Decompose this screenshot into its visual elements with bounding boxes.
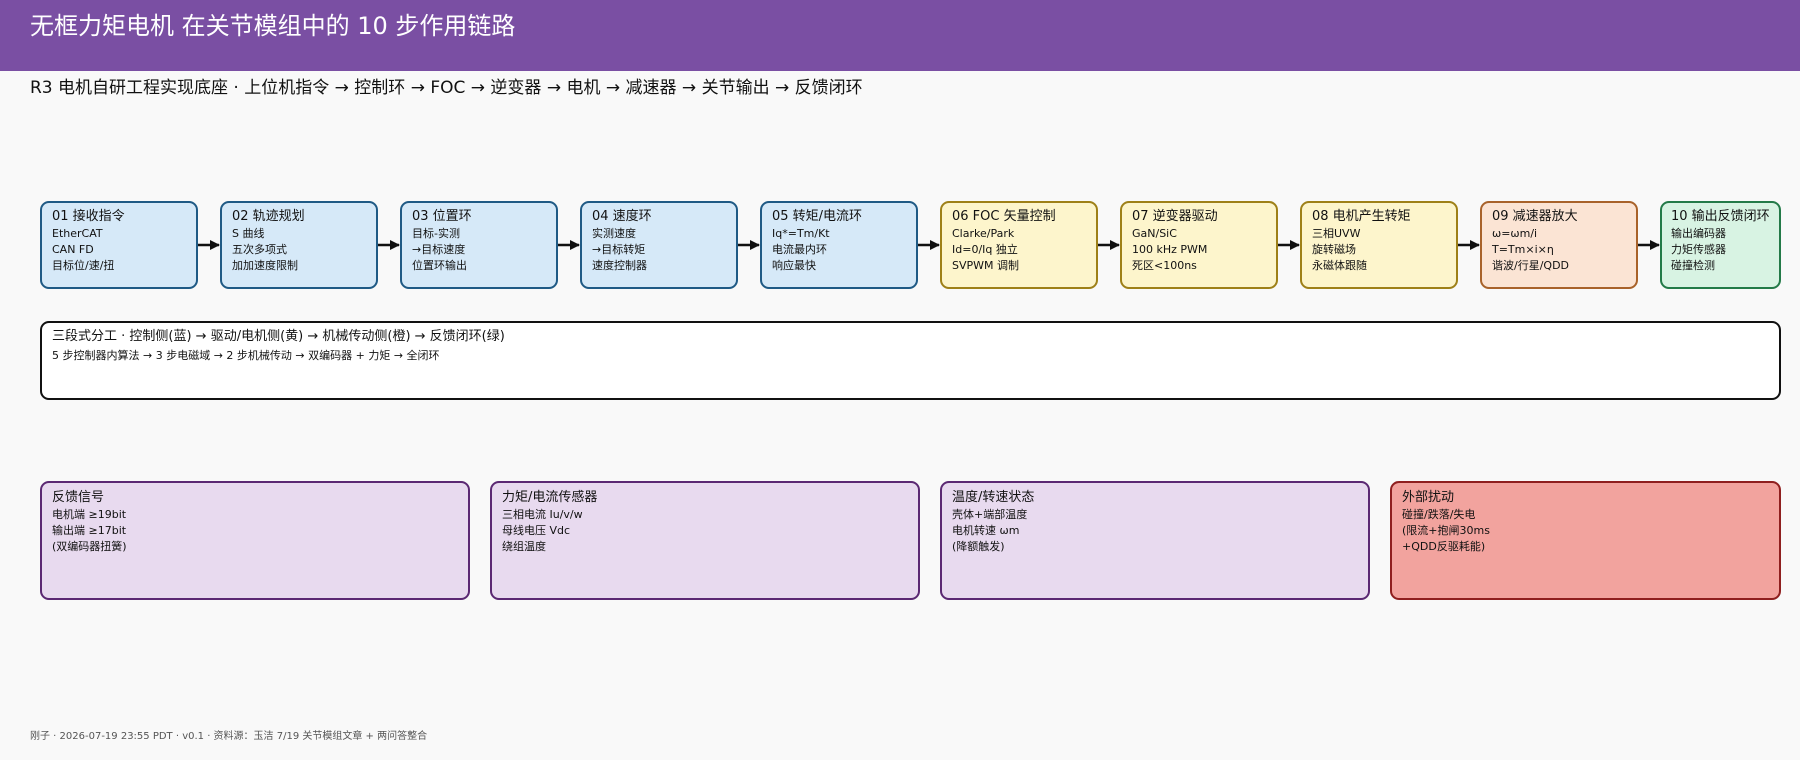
step-detail: 100 kHz PWM [1132, 243, 1208, 256]
step-04-speed-loop: 04 速度环 实测速度 →目标转矩 速度控制器 [580, 201, 738, 289]
step-title: 06 FOC 矢量控制 [952, 209, 1056, 224]
step-detail: SVPWM 调制 [952, 259, 1020, 272]
box-detail: 电机转速 ωm [952, 524, 1020, 537]
step-detail: 五次多项式 [232, 243, 287, 256]
step-05-torque-current-loop: 05 转矩/电流环 Iq*=Tm/Kt 电流最内环 响应最快 [760, 201, 918, 289]
step-detail: 响应最快 [772, 259, 816, 272]
step-detail: ω=ωm/i [1492, 227, 1538, 240]
temperature-speed-state-box: 温度/转速状态 壳体+端部温度 电机转速 ωm (降额触发) [940, 481, 1370, 600]
step-03-position-loop: 03 位置环 目标-实测 →目标速度 位置环输出 [400, 201, 558, 289]
step-detail: 速度控制器 [592, 259, 647, 272]
box-title: 反馈信号 [52, 490, 105, 505]
step-detail: 力矩传感器 [1671, 243, 1726, 256]
box-detail: 输出端 ≥17bit [52, 524, 127, 537]
step-title: 08 电机产生转矩 [1312, 209, 1411, 224]
step-08-motor-torque: 08 电机产生转矩 三相UVW 旋转磁场 永磁体跟随 [1300, 201, 1458, 289]
step-01-receive-command: 01 接收指令 EtherCAT CAN FD 目标位/速/扭 [40, 201, 198, 289]
box-title: 外部扰动 [1402, 490, 1455, 505]
step-07-inverter-drive: 07 逆变器驱动 GaN/SiC 100 kHz PWM 死区<100ns [1120, 201, 1278, 289]
box-title: 温度/转速状态 [952, 490, 1035, 505]
step-detail: S 曲线 [232, 227, 265, 240]
step-06-foc-vector-control: 06 FOC 矢量控制 Clarke/Park Id=0/Iq 独立 SVPWM… [940, 201, 1098, 289]
box-detail: (降额触发) [952, 540, 1005, 553]
page-subtitle: R3 电机自研工程实现底座 · 上位机指令 → 控制环 → FOC → 逆变器 … [30, 78, 863, 98]
box-detail: 母线电压 Vdc [502, 524, 571, 537]
step-detail: 碰撞检测 [1671, 259, 1715, 272]
division-title: 三段式分工 · 控制侧(蓝) → 驱动/电机侧(黄) → 机械传动侧(橙) → … [52, 329, 505, 344]
step-detail: 谐波/行星/QDD [1492, 259, 1570, 272]
step-detail: GaN/SiC [1132, 227, 1177, 240]
step-detail: 死区<100ns [1132, 259, 1197, 272]
three-stage-division-box: 三段式分工 · 控制侧(蓝) → 驱动/电机侧(黄) → 机械传动侧(橙) → … [40, 321, 1781, 400]
step-title: 02 轨迹规划 [232, 209, 305, 224]
step-detail: Clarke/Park [952, 227, 1015, 240]
box-detail: 电机端 ≥19bit [52, 508, 127, 521]
step-title: 07 逆变器驱动 [1132, 209, 1218, 224]
step-detail: 实测速度 [592, 227, 636, 240]
torque-current-sensor-box: 力矩/电流传感器 三相电流 Iu/v/w 母线电压 Vdc 绕组温度 [490, 481, 920, 600]
box-detail: (双编码器扭簧) [52, 540, 127, 553]
page-title: 无框力矩电机 在关节模组中的 10 步作用链路 [30, 12, 516, 40]
step-detail: 永磁体跟随 [1312, 259, 1367, 272]
step-detail: EtherCAT [52, 227, 103, 240]
footer-meta: 刚子 · 2026-07-19 23:55 PDT · v0.1 · 资料源：玉… [30, 731, 428, 742]
box-detail: 碰撞/跌落/失电 [1402, 508, 1476, 521]
external-disturbance-box: 外部扰动 碰撞/跌落/失电 (限流+抱闸30ms +QDD反驱耗能) [1390, 481, 1781, 600]
step-detail: 输出编码器 [1671, 227, 1726, 240]
step-02-trajectory-planning: 02 轨迹规划 S 曲线 五次多项式 加加速度限制 [220, 201, 378, 289]
step-detail: 旋转磁场 [1312, 243, 1356, 256]
step-title: 09 减速器放大 [1492, 209, 1578, 224]
box-detail: 绕组温度 [502, 540, 546, 553]
step-title: 10 输出反馈闭环 [1671, 209, 1770, 224]
step-detail: T=Tm×i×η [1492, 243, 1554, 256]
feedback-signal-box: 反馈信号 电机端 ≥19bit 输出端 ≥17bit (双编码器扭簧) [40, 481, 470, 600]
step-detail: 位置环输出 [412, 259, 467, 272]
step-detail: 加加速度限制 [232, 259, 298, 272]
step-detail: CAN FD [52, 243, 94, 256]
step-title: 04 速度环 [592, 209, 652, 224]
step-detail: 三相UVW [1312, 227, 1361, 240]
step-detail: 目标-实测 [412, 227, 460, 240]
step-detail: Id=0/Iq 独立 [952, 243, 1018, 256]
step-detail: 目标位/速/扭 [52, 259, 115, 272]
step-detail: 电流最内环 [772, 243, 827, 256]
box-detail: 三相电流 Iu/v/w [502, 508, 583, 521]
division-description: 5 步控制器内算法 → 3 步电磁域 → 2 步机械传动 → 双编码器 + 力矩… [52, 349, 440, 362]
step-detail: →目标速度 [412, 243, 466, 256]
box-detail: (限流+抱闸30ms [1402, 524, 1490, 537]
box-detail: 壳体+端部温度 [952, 508, 1028, 521]
box-detail: +QDD反驱耗能) [1402, 540, 1486, 553]
step-detail: Iq*=Tm/Kt [772, 227, 830, 240]
step-09-reducer-amplify: 09 减速器放大 ω=ωm/i T=Tm×i×η 谐波/行星/QDD [1480, 201, 1638, 289]
step-title: 03 位置环 [412, 209, 472, 224]
box-title: 力矩/电流传感器 [502, 490, 598, 505]
step-detail: →目标转矩 [592, 243, 646, 256]
step-title: 05 转矩/电流环 [772, 209, 863, 224]
step-title: 01 接收指令 [52, 209, 125, 224]
header-bar: 无框力矩电机 在关节模组中的 10 步作用链路 [0, 0, 1800, 71]
step-10-output-feedback-loop: 10 输出反馈闭环 输出编码器 力矩传感器 碰撞检测 [1660, 201, 1781, 289]
